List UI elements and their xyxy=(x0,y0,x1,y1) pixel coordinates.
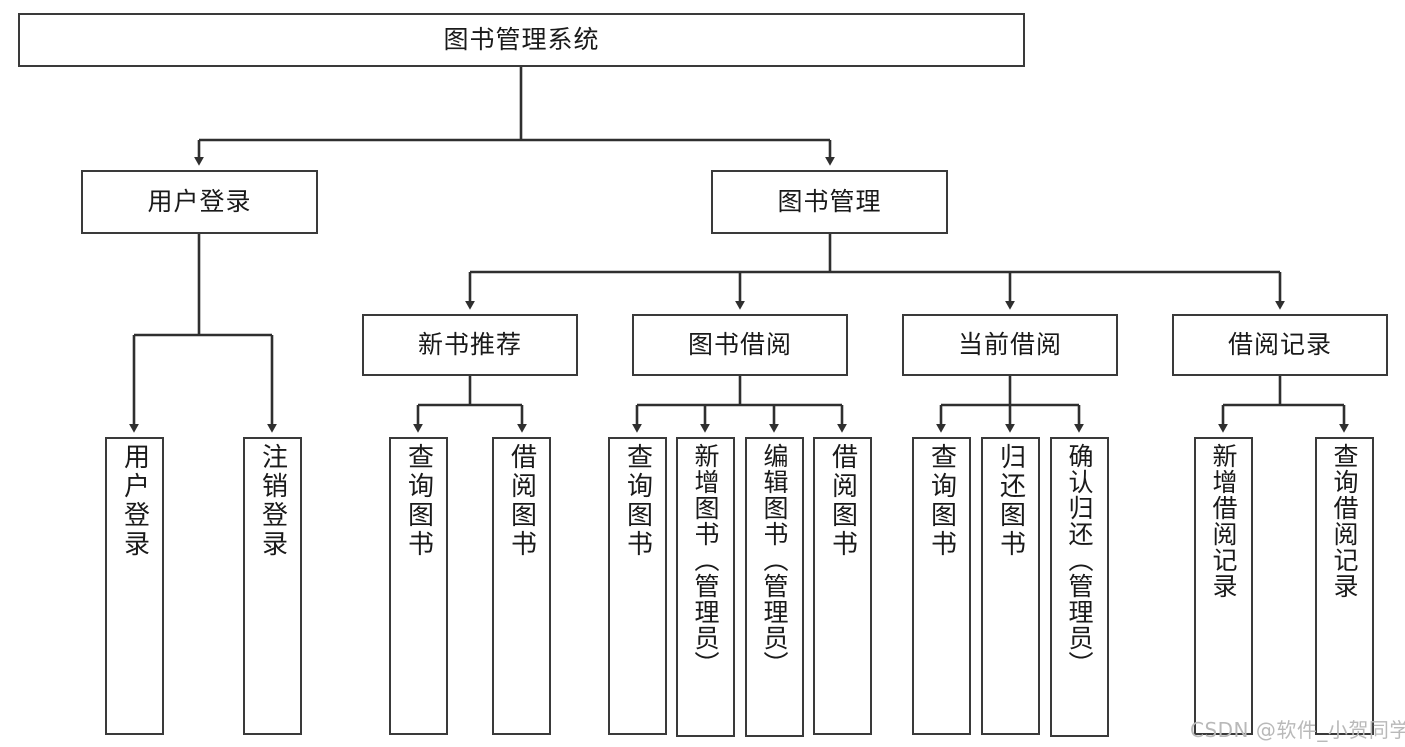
node-leaf-query-record[interactable]: 查询借阅记录 xyxy=(1315,437,1374,735)
node-leaf-query-book-1[interactable]: 查询图书 xyxy=(389,437,448,735)
node-leaf-user-login[interactable]: 用户登录 xyxy=(105,437,164,735)
node-book-management-label: 图书管理 xyxy=(777,187,882,217)
node-leaf-query-book-2[interactable]: 查询图书 xyxy=(608,437,667,735)
node-leaf-query-book-3-label: 查询图书 xyxy=(926,443,957,559)
node-leaf-add-record[interactable]: 新增借阅记录 xyxy=(1194,437,1253,735)
watermark: CSDN @软件_小贺同学 xyxy=(1190,718,1405,742)
node-leaf-query-book-3[interactable]: 查询图书 xyxy=(912,437,971,735)
node-leaf-query-book-2-label: 查询图书 xyxy=(622,443,653,559)
node-user-login-label: 用户登录 xyxy=(147,187,252,217)
node-leaf-confirm-return[interactable]: 确认归还（管理员） xyxy=(1050,437,1109,737)
node-leaf-borrow-book-1-label: 借阅图书 xyxy=(506,443,537,559)
node-leaf-borrow-book-2[interactable]: 借阅图书 xyxy=(813,437,872,735)
node-current-borrow[interactable]: 当前借阅 xyxy=(902,314,1118,376)
node-user-login[interactable]: 用户登录 xyxy=(81,170,318,234)
node-leaf-borrow-book-2-label: 借阅图书 xyxy=(827,443,858,559)
node-leaf-query-book-1-label: 查询图书 xyxy=(403,443,434,559)
node-book-borrow[interactable]: 图书借阅 xyxy=(632,314,848,376)
node-book-borrow-label: 图书借阅 xyxy=(687,330,792,360)
node-leaf-edit-book[interactable]: 编辑图书（管理员） xyxy=(745,437,804,737)
node-leaf-return-book[interactable]: 归还图书 xyxy=(981,437,1040,735)
node-root-label: 图书管理系统 xyxy=(443,25,600,55)
node-leaf-add-book-label: 新增图书（管理员） xyxy=(691,443,720,677)
node-leaf-user-login-label: 用户登录 xyxy=(119,443,150,559)
node-leaf-logout-label: 注销登录 xyxy=(257,443,288,559)
node-leaf-confirm-return-label: 确认归还（管理员） xyxy=(1065,443,1094,677)
node-leaf-borrow-book-1[interactable]: 借阅图书 xyxy=(492,437,551,735)
node-root[interactable]: 图书管理系统 xyxy=(18,13,1025,67)
node-new-book-recommend[interactable]: 新书推荐 xyxy=(362,314,578,376)
node-leaf-edit-book-label: 编辑图书（管理员） xyxy=(760,443,789,677)
node-leaf-logout[interactable]: 注销登录 xyxy=(243,437,302,735)
node-leaf-add-book[interactable]: 新增图书（管理员） xyxy=(676,437,735,737)
node-leaf-add-record-label: 新增借阅记录 xyxy=(1209,443,1238,599)
node-new-book-recommend-label: 新书推荐 xyxy=(417,330,522,360)
node-leaf-query-record-label: 查询借阅记录 xyxy=(1330,443,1359,599)
node-book-management[interactable]: 图书管理 xyxy=(711,170,948,234)
node-leaf-return-book-label: 归还图书 xyxy=(995,443,1026,559)
node-borrow-record-label: 借阅记录 xyxy=(1227,330,1332,360)
node-borrow-record[interactable]: 借阅记录 xyxy=(1172,314,1388,376)
node-current-borrow-label: 当前借阅 xyxy=(957,330,1062,360)
